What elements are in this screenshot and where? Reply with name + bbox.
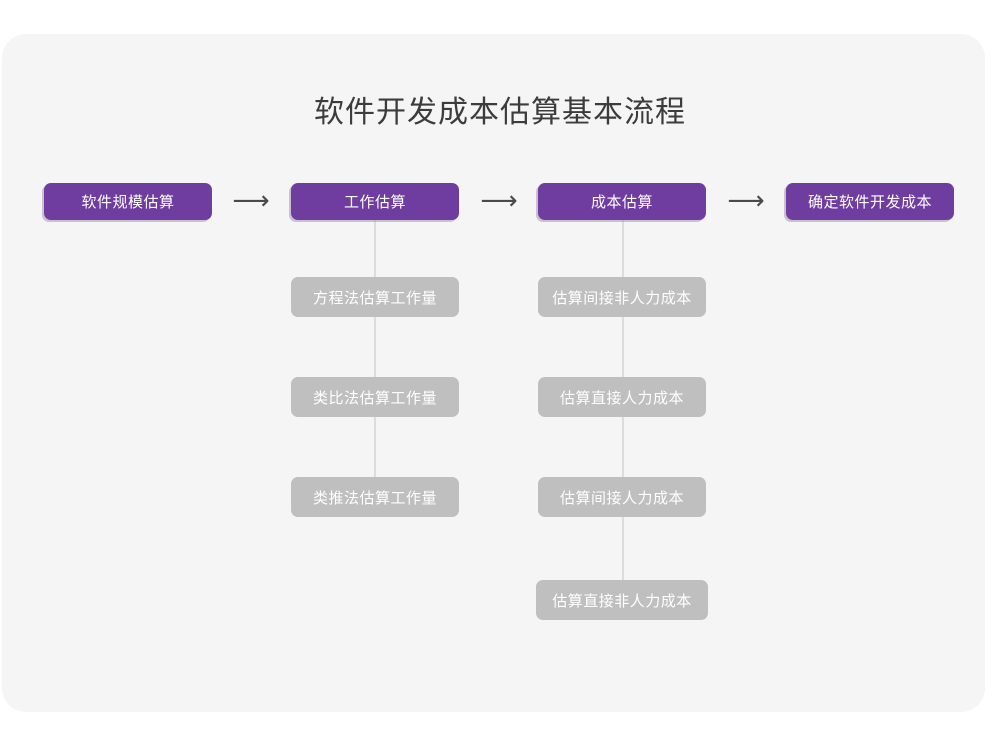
arrow-glyph: ⟶ [232,186,270,216]
arrow-glyph: ⟶ [480,186,518,216]
arrow-icon-stage3-to-stage4: ⟶ [717,186,775,216]
arrow-glyph: ⟶ [727,186,765,216]
connector-stage3-segment-4 [622,517,624,580]
substep-label: 估算间接人力成本 [559,489,684,507]
substep-box-indirect-nonlabor-cost[interactable]: 估算间接非人力成本 [538,277,706,317]
card-background [2,34,985,712]
connector-stage3-segment-3 [622,417,624,477]
substep-label: 估算直接非人力成本 [552,592,692,610]
substep-box-inference-method-workload[interactable]: 类推法估算工作量 [291,477,459,517]
connector-stage2-segment-1 [374,218,376,278]
substep-label: 方程法估算工作量 [312,289,437,307]
substep-label: 类推法估算工作量 [312,489,437,507]
substep-box-equation-method-workload[interactable]: 方程法估算工作量 [291,277,459,317]
connector-stage3-segment-1 [622,218,624,278]
stage-box-determine-development-cost[interactable]: 确定软件开发成本 [786,183,954,220]
stage-box-work-estimation[interactable]: 工作估算 [291,183,459,220]
substep-label: 估算间接非人力成本 [552,289,692,307]
stage-label: 确定软件开发成本 [807,194,932,211]
page-title: 软件开发成本估算基本流程 [314,96,686,129]
substep-box-indirect-labor-cost[interactable]: 估算间接人力成本 [538,477,706,517]
substep-box-analogy-method-workload[interactable]: 类比法估算工作量 [291,377,459,417]
connector-stage2-segment-2 [374,317,376,377]
stage-label: 软件规模估算 [81,194,175,211]
arrow-icon-stage2-to-stage3: ⟶ [470,186,528,216]
substep-box-direct-nonlabor-cost[interactable]: 估算直接非人力成本 [536,580,708,620]
connector-stage2-segment-3 [374,417,376,477]
substep-label: 类比法估算工作量 [312,389,437,407]
arrow-icon-stage1-to-stage2: ⟶ [222,186,280,216]
stage-label: 成本估算 [590,194,653,211]
stage-box-cost-estimation[interactable]: 成本估算 [538,183,706,220]
substep-box-direct-labor-cost[interactable]: 估算直接人力成本 [538,377,706,417]
stage-box-software-scale-estimation[interactable]: 软件规模估算 [44,183,212,220]
stage-label: 工作估算 [343,194,406,211]
substep-label: 估算直接人力成本 [559,389,684,407]
connector-stage3-segment-2 [622,317,624,377]
